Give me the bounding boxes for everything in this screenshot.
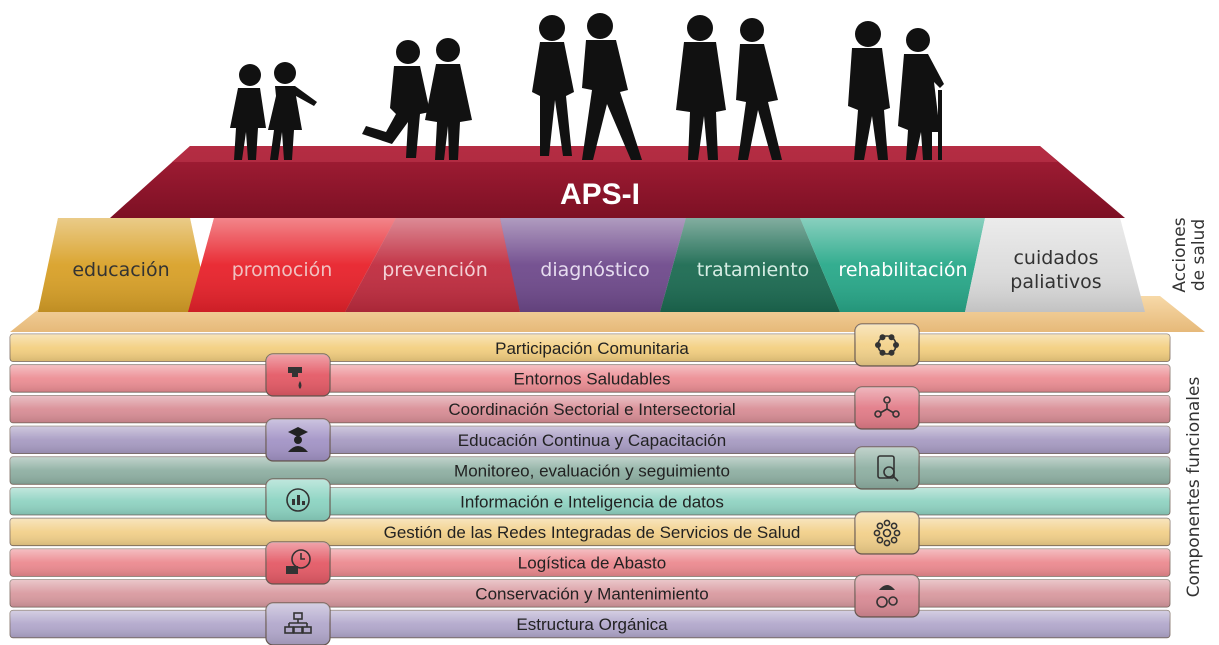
component-label: Gestión de las Redes Integradas de Servi… [384, 523, 801, 542]
component-label: Participación Comunitaria [495, 339, 689, 358]
component-bar: Logística de Abasto [9, 548, 1171, 577]
component-label: Estructura Orgánica [516, 615, 668, 634]
action-shine [660, 218, 840, 312]
data-analytics-icon [265, 478, 331, 522]
component-icons [265, 323, 920, 645]
icon-tile-shine [855, 575, 919, 617]
kids-running-silhouette [362, 38, 472, 160]
actions-label-line-2: de salud [1189, 218, 1209, 292]
component-label: Información e Inteligencia de datos [460, 492, 724, 511]
org-chart-icon [265, 602, 331, 645]
component-bar: Educación Continua y Capacitación [9, 425, 1171, 455]
icon-tile-shine [855, 512, 919, 554]
component-label: Monitoreo, evaluación y seguimiento [454, 462, 730, 481]
component-label: Educación Continua y Capacitación [458, 431, 726, 450]
aps-title: APS-I [560, 178, 640, 211]
actions-label-line-1: Acciones [1170, 217, 1190, 293]
icon-tile-shine [855, 324, 919, 366]
component-label: Entornos Saludables [514, 369, 671, 388]
adults-walking-silhouette [676, 15, 782, 160]
component-label: Logística de Abasto [518, 554, 666, 573]
action-label: paliativos [1010, 271, 1101, 293]
clipboard-magnifier-icon [854, 446, 920, 490]
component-bar: Entornos Saludables [9, 364, 1171, 393]
action-segment-6: rehabilitación [800, 218, 985, 312]
children-pair-silhouette [230, 62, 317, 160]
action-label: tratamiento [697, 259, 810, 281]
action-label: cuidados [1013, 247, 1098, 269]
action-segment-5: tratamiento [660, 218, 840, 312]
action-segment-2: promoción [188, 218, 396, 312]
action-shine [500, 218, 686, 312]
actions-side-label: Acciones de salud [1170, 200, 1209, 310]
elderly-couple-silhouette [848, 21, 944, 160]
component-label: Conservación y Mantenimiento [475, 584, 708, 603]
action-label: educación [72, 259, 169, 281]
action-segment-3: prevención [345, 218, 520, 312]
delivery-truck-clock-icon [265, 541, 331, 585]
component-label: Coordinación Sectorial e Intersectorial [448, 400, 735, 419]
action-shine [345, 218, 520, 312]
action-shine [965, 218, 1145, 312]
component-bar: Participación Comunitaria [9, 333, 1171, 362]
action-shine [800, 218, 985, 312]
component-bar: Información e Inteligencia de datos [9, 487, 1171, 516]
components-side-label: Componentes funcionales [1184, 376, 1204, 598]
people-network-icon [854, 386, 920, 430]
integrated-network-icon [854, 511, 920, 555]
component-bar: Conservación y Mantenimiento [9, 579, 1171, 608]
action-segment-1: educación [38, 218, 210, 312]
icon-tile-shine [266, 542, 330, 584]
aps-roof: APS-I [110, 146, 1125, 218]
water-tap-icon [265, 353, 331, 397]
action-shine [188, 218, 396, 312]
component-bar: Monitoreo, evaluación y seguimiento [9, 456, 1171, 485]
maintenance-gears-icon [854, 574, 920, 618]
action-shine [38, 218, 210, 312]
action-label: promoción [232, 259, 333, 281]
action-segment-4: diagnóstico [500, 218, 686, 312]
component-bar: Gestión de las Redes Integradas de Servi… [9, 517, 1171, 547]
graduate-teacher-icon [265, 418, 331, 462]
icon-tile-shine [266, 603, 330, 645]
action-label: prevención [382, 259, 488, 281]
component-bar: Coordinación Sectorial e Intersectorial [9, 394, 1171, 424]
action-label: diagnóstico [540, 259, 649, 281]
action-label: rehabilitación [838, 259, 967, 281]
component-bar: Estructura Orgánica [9, 609, 1171, 639]
young-adults-silhouette [532, 13, 642, 160]
actions-band: educación promoción prevención diagnóstico t… [38, 218, 1145, 312]
community-network-icon [854, 323, 920, 367]
